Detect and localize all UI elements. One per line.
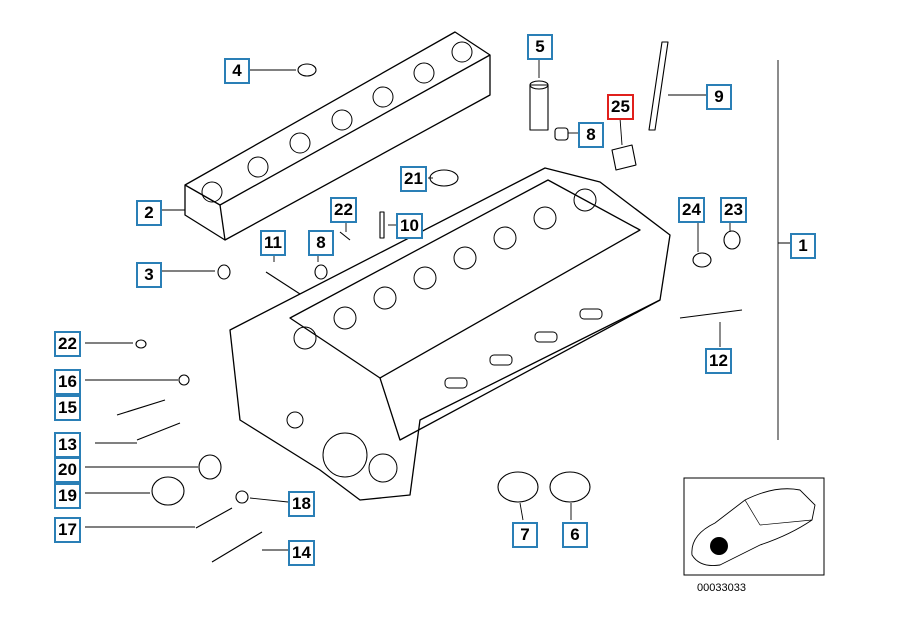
callout-2[interactable]: 2	[136, 200, 162, 226]
callout-4[interactable]: 4	[224, 58, 250, 84]
callout-24[interactable]: 24	[678, 197, 705, 223]
callout-18[interactable]: 18	[288, 491, 315, 517]
callout-6[interactable]: 6	[562, 522, 588, 548]
callout-16[interactable]: 16	[54, 369, 81, 395]
callout-10[interactable]: 10	[396, 213, 423, 239]
callout-9[interactable]: 9	[706, 84, 732, 110]
callout-15[interactable]: 15	[54, 395, 81, 421]
callout-19[interactable]: 19	[54, 483, 81, 509]
callout-20[interactable]: 20	[54, 457, 81, 483]
bearing-carrier-drawing	[184, 31, 491, 241]
callout-23[interactable]: 23	[720, 197, 747, 223]
callout-5[interactable]: 5	[527, 34, 553, 60]
callout-22-lower[interactable]: 22	[54, 331, 81, 357]
callout-25[interactable]: 25	[607, 94, 634, 120]
callout-14[interactable]: 14	[288, 540, 315, 566]
callout-17[interactable]: 17	[54, 517, 81, 543]
callout-11[interactable]: 11	[260, 230, 286, 256]
diagram-code: 00033033	[697, 582, 746, 594]
callout-1[interactable]: 1	[790, 233, 816, 259]
callout-21[interactable]: 21	[400, 166, 427, 192]
leader-lines	[85, 58, 796, 551]
callout-8-mid[interactable]: 8	[308, 230, 334, 256]
callout-7[interactable]: 7	[512, 522, 538, 548]
callout-8-top[interactable]: 8	[578, 122, 604, 148]
callout-3[interactable]: 3	[136, 262, 162, 288]
callout-22-upper[interactable]: 22	[330, 197, 357, 223]
callout-12[interactable]: 12	[705, 348, 732, 374]
vehicle-locator-inset	[683, 477, 825, 576]
cylinder-head-drawing	[229, 167, 671, 501]
locator-dot-icon	[710, 537, 728, 555]
callout-13[interactable]: 13	[54, 432, 81, 458]
